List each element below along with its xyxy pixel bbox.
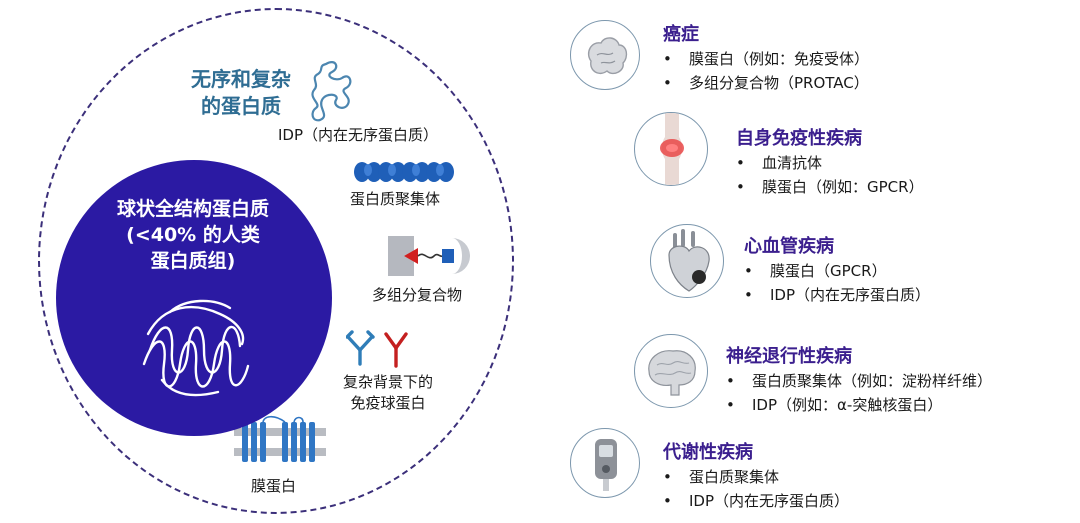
globular-protein-circle <box>56 160 332 436</box>
disease-list-cancer: 膜蛋白（例如：免疫受体） 多组分复合物（PROTAC） <box>663 47 869 95</box>
disease-title-autoimmune: 自身免疫性疾病 <box>736 128 862 149</box>
aggregates-label: 蛋白质聚集体 <box>350 190 441 208</box>
disease-title-neurodegenerative: 神经退行性疾病 <box>726 346 852 367</box>
disease-title-cancer: 癌症 <box>663 24 699 45</box>
disease-list-autoimmune: 血清抗体 膜蛋白（例如：GPCR） <box>736 151 924 199</box>
list-item: IDP（内在无序蛋白质） <box>663 489 849 513</box>
list-item: 膜蛋白（例如：免疫受体） <box>663 47 869 71</box>
tumor-icon-circle <box>570 20 640 90</box>
disease-title-cardiovascular: 心血管疾病 <box>744 236 834 257</box>
brain-icon <box>648 350 696 396</box>
joint-icon-circle <box>634 112 708 186</box>
heart-icon-circle <box>650 224 724 298</box>
dashed-boundary-circle <box>38 8 514 514</box>
disease-title-metabolic: 代谢性疾病 <box>663 442 753 463</box>
helix-protein-icon <box>142 299 250 397</box>
idp-squiggle-icon <box>311 61 352 122</box>
glucometer-icon-circle <box>570 428 640 498</box>
immunoglobulin-label: 复杂背景下的 免疫球蛋白 <box>342 373 433 412</box>
tumor-icon <box>587 37 628 75</box>
list-item: 多组分复合物（PROTAC） <box>663 71 869 95</box>
list-item: 膜蛋白（GPCR） <box>744 259 930 283</box>
globular-protein-title: 球状全结构蛋白质 (<40% 的人类 蛋白质组) <box>116 198 269 272</box>
membrane-protein-label: 膜蛋白 <box>251 477 297 495</box>
protein-aggregate-icon <box>354 162 454 182</box>
disease-list-metabolic: 蛋白质聚集体 IDP（内在无序蛋白质） <box>663 465 849 513</box>
antibody-icon <box>346 330 408 368</box>
list-item: IDP（内在无序蛋白质） <box>744 283 930 307</box>
list-item: IDP（例如：α-突触核蛋白） <box>726 393 992 417</box>
protac-complex-icon <box>388 236 470 276</box>
list-item: 蛋白质聚集体（例如：淀粉样纤维） <box>726 369 992 393</box>
list-item: 蛋白质聚集体 <box>663 465 849 489</box>
brain-icon-circle <box>634 334 708 408</box>
list-item: 膜蛋白（例如：GPCR） <box>736 175 924 199</box>
idp-label: IDP（内在无序蛋白质） <box>278 126 439 144</box>
joint-icon <box>660 113 684 185</box>
glucometer-icon <box>595 439 617 491</box>
heart-icon <box>668 229 710 292</box>
disordered-proteins-heading: 无序和复杂 的蛋白质 <box>191 67 291 118</box>
list-item: 血清抗体 <box>736 151 924 175</box>
protac-label: 多组分复合物 <box>372 286 463 304</box>
disease-list-cardiovascular: 膜蛋白（GPCR） IDP（内在无序蛋白质） <box>744 259 930 307</box>
membrane-protein-icon <box>234 415 326 462</box>
disease-list-neurodegenerative: 蛋白质聚集体（例如：淀粉样纤维） IDP（例如：α-突触核蛋白） <box>726 369 992 417</box>
